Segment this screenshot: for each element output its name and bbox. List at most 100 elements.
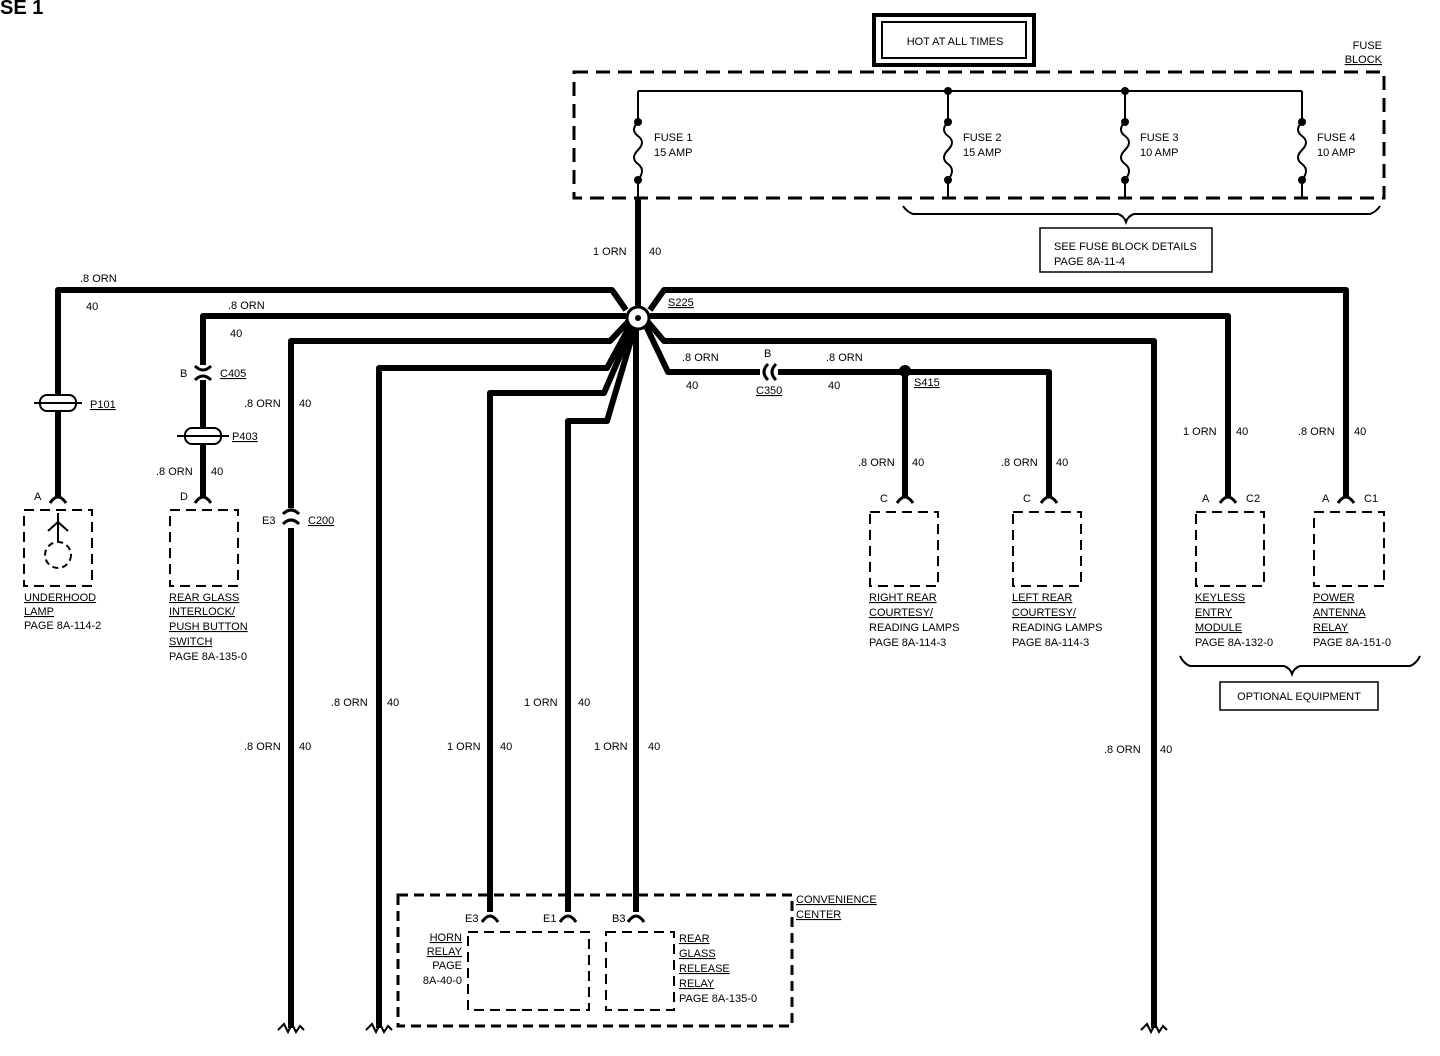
p101-connector-icon [34, 394, 82, 412]
antenna-relay-box [1313, 511, 1385, 587]
wire-rear-glass-switch [200, 313, 626, 365]
keyless-label-4: PAGE 8A-132-0 [1195, 637, 1273, 649]
left-rear-label-4: PAGE 8A-114-3 [1012, 637, 1089, 649]
wire-c350-left [643, 324, 760, 375]
wire-convenience-left-gauge: .8 ORN [331, 697, 368, 709]
wire-antenna-gauge: .8 ORN [1298, 426, 1335, 438]
horn-relay-pin: E3 [465, 913, 478, 925]
c200-pin: E3 [262, 515, 275, 527]
fuse-details-line-1: SEE FUSE BLOCK DETAILS [1054, 241, 1197, 253]
wire-rear-glass-switch-gauge: .8 ORN [228, 300, 265, 312]
underhood-label-2: LAMP [24, 606, 54, 618]
wire-right-down [645, 320, 1157, 1028]
right-rear-label-4: PAGE 8A-114-3 [869, 637, 946, 649]
fuse-2 [943, 91, 953, 198]
fuse-block-label-2: BLOCK [1345, 54, 1383, 66]
wire-rear-glass-switch-circuit: 40 [230, 328, 242, 340]
right-rear-lamp-box [869, 511, 939, 587]
c405-label: C405 [220, 368, 246, 380]
convenience-center-box [396, 893, 794, 1028]
wire-right-down-circuit: 40 [1160, 744, 1172, 756]
left-rear-label-3: READING LAMPS [1012, 622, 1102, 634]
wire-horn-relay-circuit: 40 [500, 741, 512, 753]
rear-glass-relay-label-4: RELAY [679, 978, 715, 990]
switch-pin: D [180, 491, 188, 503]
c405-connector-icon [193, 364, 213, 372]
wire-p403-circuit: 40 [211, 466, 223, 478]
antenna-label-3: RELAY [1313, 622, 1349, 634]
rear-glass-relay-label-1: REAR [679, 933, 710, 945]
wire-horn-relay [487, 326, 635, 912]
horn-relay-label-4: 8A-40-0 [423, 975, 462, 987]
wire-c200-lower-circuit: 40 [299, 741, 311, 753]
wire-underhood [55, 287, 629, 395]
fuse-4-rating: 10 AMP [1317, 147, 1356, 159]
fuse-1-name: FUSE 1 [654, 132, 693, 144]
wire-c200-gauge: .8 ORN [244, 398, 281, 410]
horn-relay-label-3: PAGE [432, 960, 462, 972]
fuse-1-rating: 15 AMP [654, 147, 693, 159]
switch-label-4: SWITCH [169, 636, 212, 648]
continuation-marks [277, 1021, 1168, 1035]
wire-keyless-circuit: 40 [1236, 426, 1248, 438]
fuse-1 [633, 91, 643, 198]
switch-label-2: INTERLOCK/ [169, 606, 236, 618]
wire-right-rear-gauge: .8 ORN [858, 457, 895, 469]
fuse-4 [1297, 91, 1307, 198]
rear-glass-relay-label-5: PAGE 8A-135-0 [679, 993, 757, 1005]
right-rear-label-2: COURTESY/ [869, 607, 934, 619]
wire-e1-gauge: 1 ORN [524, 697, 558, 709]
p403-connector-icon [177, 427, 229, 445]
horn-relay-box [467, 931, 590, 1011]
wire-e1-circuit: 40 [578, 697, 590, 709]
underhood-label-3: PAGE 8A-114-2 [24, 620, 101, 632]
wire-c200 [288, 319, 631, 508]
s415-splice [899, 365, 911, 377]
left-rear-label-1: LEFT REAR [1012, 592, 1072, 604]
wire-right-rear-circuit: 40 [912, 457, 924, 469]
rear-glass-relay-pin: B3 [612, 913, 625, 925]
wire-rear-glass-relay-circuit: 40 [648, 741, 660, 753]
horn-relay-label-2: RELAY [427, 946, 463, 958]
lamp-icon [44, 513, 72, 569]
e1-pin: E1 [543, 913, 556, 925]
right-rear-label-3: READING LAMPS [869, 622, 959, 634]
underhood-lamp-box [23, 509, 93, 587]
hot-at-all-times-label: HOT AT ALL TIMES [907, 36, 1004, 48]
antenna-label-2: ANTENNA [1313, 607, 1366, 619]
wire-right-down-gauge: .8 ORN [1104, 744, 1141, 756]
rear-glass-relay-label-2: GLASS [679, 948, 716, 960]
wire-antenna-circuit: 40 [1354, 426, 1366, 438]
wire-c200-circuit: 40 [299, 398, 311, 410]
wire-left-rear-gauge: .8 ORN [1001, 457, 1038, 469]
wire-underhood-gauge: .8 ORN [80, 273, 117, 285]
fuse-4-name: FUSE 4 [1317, 132, 1356, 144]
keyless-label-3: MODULE [1195, 622, 1242, 634]
terminal-arcs [48, 495, 1356, 923]
underhood-pin: A [34, 491, 42, 503]
right-rear-pin: C [880, 493, 888, 505]
keyless-label-2: ENTRY [1195, 607, 1233, 619]
s225-label: S225 [668, 297, 694, 309]
s415-label: S415 [914, 377, 940, 389]
optional-equipment-box [1219, 681, 1379, 711]
switch-label-5: PAGE 8A-135-0 [169, 651, 247, 663]
c405-pin: B [180, 368, 187, 380]
main-feed-circuit: 40 [649, 246, 661, 258]
main-feed-gauge: 1 ORN [593, 246, 627, 258]
wire-s415 [778, 369, 1052, 496]
switch-label-1: REAR GLASS [169, 592, 239, 604]
s225-center-dot [635, 315, 641, 321]
c350-pin: B [764, 348, 771, 360]
wire-convenience-left-circuit: 40 [387, 697, 399, 709]
convenience-center-label-1: CONVENIENCE [796, 894, 877, 906]
wire-keyless [650, 313, 1231, 496]
p403-label: P403 [232, 431, 258, 443]
fuse-block-outline [572, 70, 1386, 200]
rear-glass-relay-label-3: RELEASE [679, 963, 730, 975]
fuse-3 [1120, 91, 1130, 198]
wire-left-rear-circuit: 40 [1056, 457, 1068, 469]
underhood-label-1: UNDERHOOD [24, 592, 96, 604]
keyless-pin-a: A [1202, 493, 1210, 505]
